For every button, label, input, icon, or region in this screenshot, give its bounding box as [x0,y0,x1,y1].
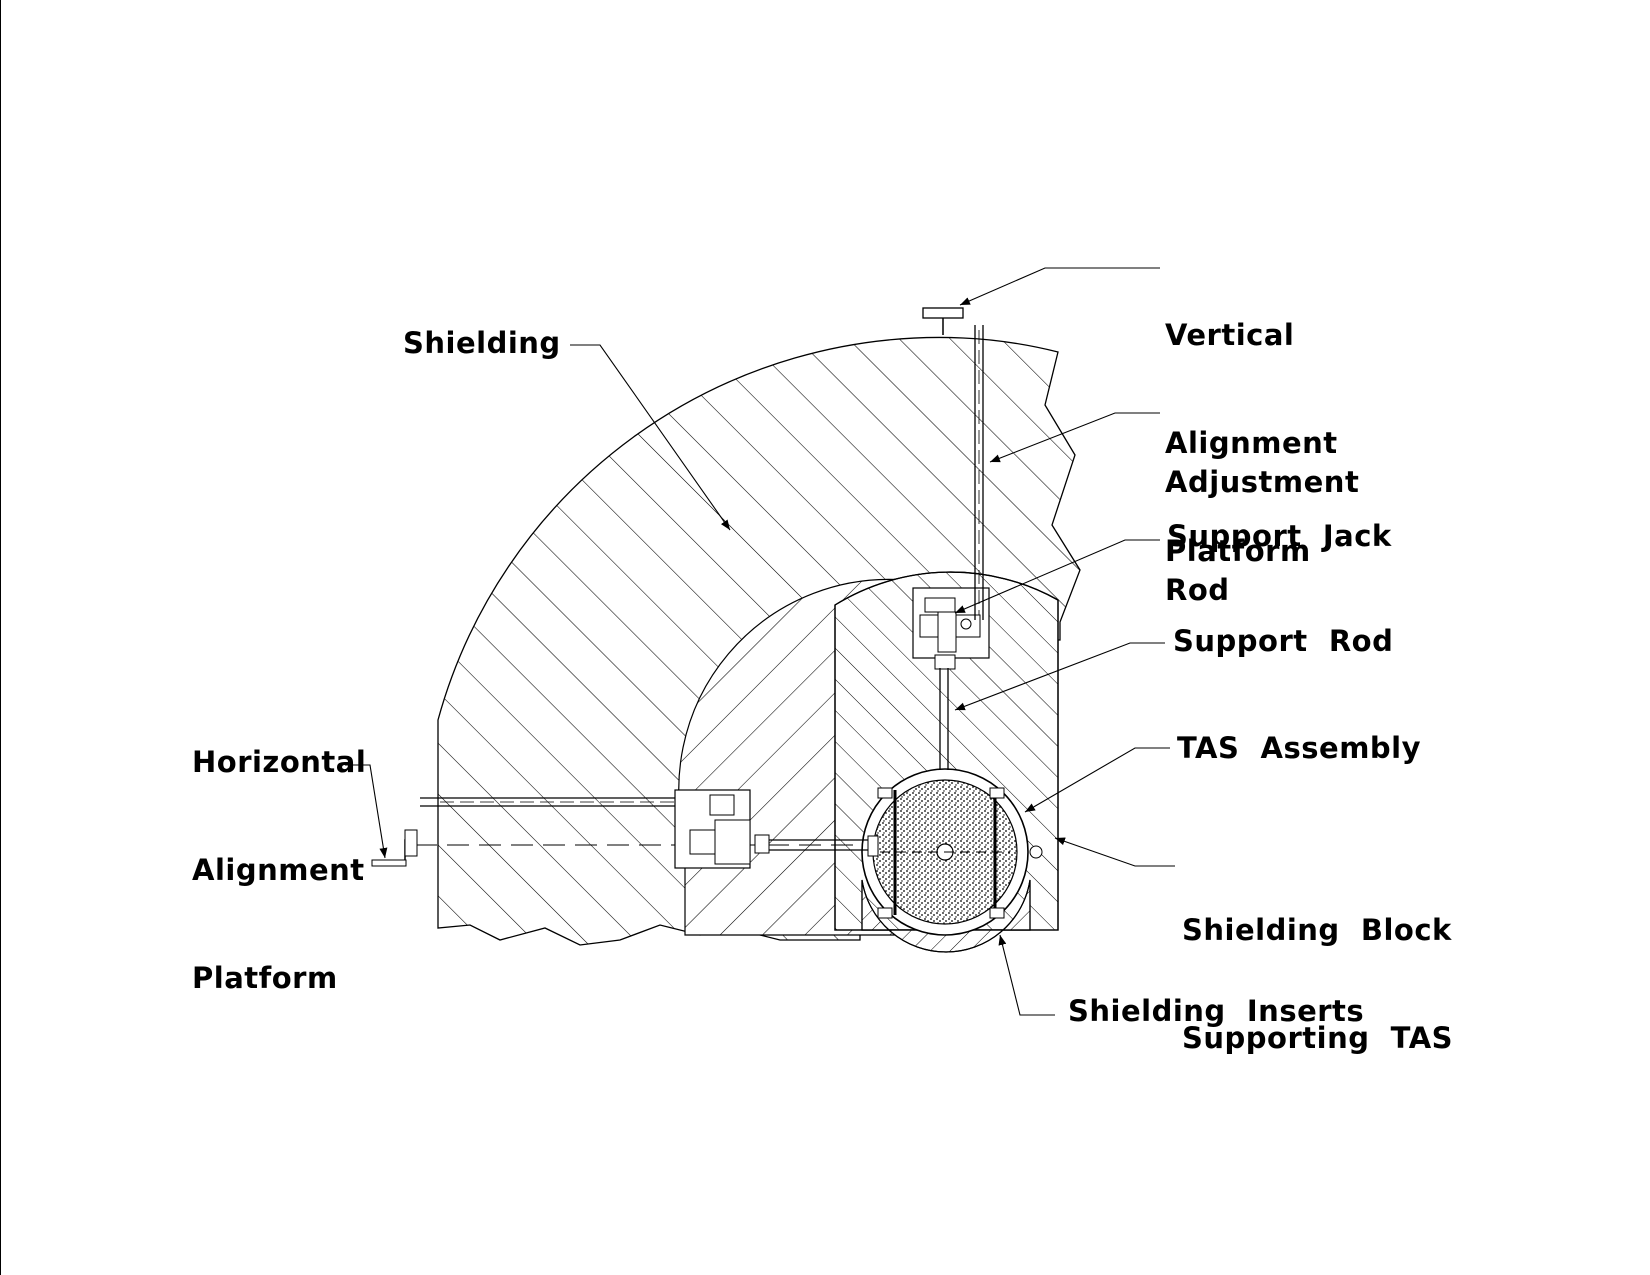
label-shielding-inserts: Shielding Inserts [1068,994,1365,1028]
support-rod [939,668,949,770]
horizontal-alignment-rod [415,797,870,851]
label-adjustment-rod: Adjustment Rod [1165,392,1359,680]
label-support-rod: Support Rod [1173,624,1394,658]
horizontal-support-jack [674,789,879,869]
label-line: Supporting TAS [1182,1021,1454,1055]
label-line: Shielding Block [1182,913,1452,947]
adjustment-rod [974,325,984,620]
label-line: Adjustment [1165,465,1360,499]
label-line: Alignment [192,853,365,887]
label-line: Horizontal [192,745,367,779]
label-shielding: Shielding [403,326,561,360]
leader-lines [345,267,1175,1016]
label-line: Platform [192,961,338,995]
label-line: Rod [1165,573,1230,607]
label-line: Vertical [1165,318,1295,352]
support-jack [912,587,990,670]
label-shielding-block-supporting-tas: Shielding Block Supporting TAS [1182,840,1453,1128]
label-horizontal-alignment-platform: Horizontal Alignment Platform [192,672,366,1068]
label-vertical-alignment-platform: Vertical Alignment Platform [1165,245,1338,641]
page-border [0,0,1,1275]
label-line: Platform [1165,534,1311,568]
horizontal-alignment-platform [371,829,418,867]
label-support-jack: Support Jack [1167,519,1392,553]
label-line: Alignment [1165,426,1338,460]
label-tas-assembly: TAS Assembly [1177,731,1422,765]
tas-assembly [861,768,1043,936]
vertical-alignment-platform [922,307,964,335]
